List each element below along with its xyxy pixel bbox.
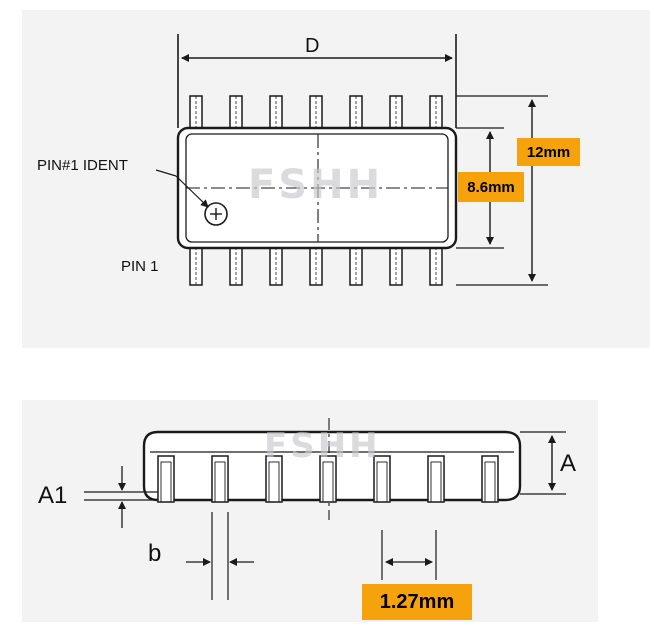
side-view bbox=[84, 418, 566, 600]
watermark-bottom: FSHH bbox=[264, 426, 381, 466]
body-8-6mm-badge: 8.6mm bbox=[458, 172, 524, 202]
upper-leads bbox=[189, 95, 443, 129]
side-lead-1 bbox=[157, 455, 175, 503]
dim-a-label: A bbox=[560, 450, 577, 477]
pitch-1-27mm-badge: 1.27mm bbox=[362, 584, 472, 620]
side-lead-2 bbox=[211, 455, 229, 503]
top-view bbox=[155, 34, 548, 286]
dim-b-label: b bbox=[148, 540, 162, 567]
watermark-top: FSHH bbox=[248, 162, 384, 208]
dim-d-label: D bbox=[305, 35, 320, 57]
side-leads bbox=[157, 455, 499, 503]
pin1-label: PIN 1 bbox=[121, 258, 159, 275]
pin1-ident-label: PIN#1 IDENT bbox=[37, 157, 128, 174]
side-lead-6 bbox=[427, 455, 445, 503]
height-12mm-badge: 12mm bbox=[517, 138, 580, 166]
pin1-leader bbox=[155, 169, 177, 177]
dim-a1-label: A1 bbox=[38, 482, 68, 509]
side-lead-7 bbox=[481, 455, 499, 503]
lower-leads bbox=[189, 246, 443, 286]
